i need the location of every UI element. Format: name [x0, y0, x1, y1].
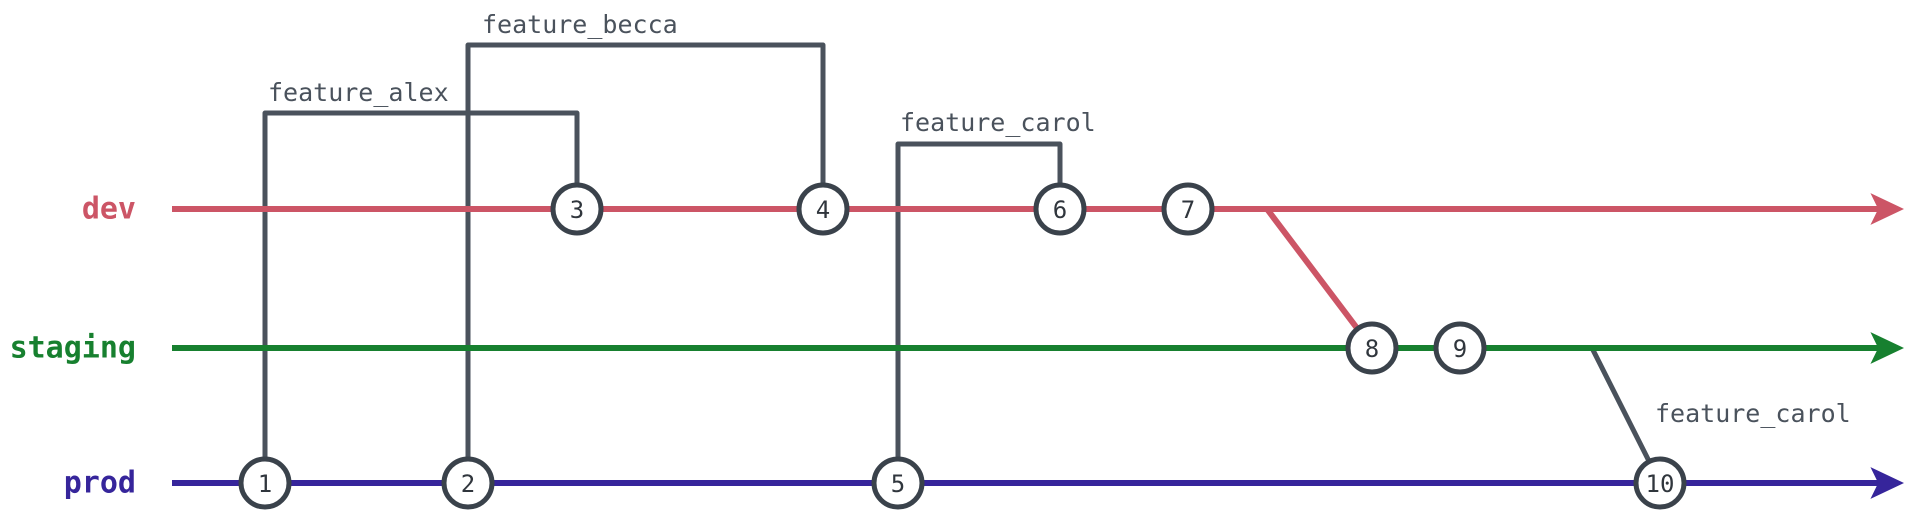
feature-label-feature_carol-2: feature_carol [1655, 399, 1851, 428]
commit-circle-10[interactable] [1633, 456, 1687, 510]
commit-label-3: 3 [570, 196, 584, 224]
commit-label-4: 4 [816, 196, 830, 224]
branch-label-dev: dev [82, 192, 136, 227]
commit-node-4[interactable]: 4 [796, 182, 850, 236]
feature-label-feature_alex: feature_alex [268, 78, 449, 107]
commit-label-1: 1 [258, 470, 272, 498]
commit-node-7[interactable]: 7 [1161, 182, 1215, 236]
commit-circle-6[interactable] [1033, 182, 1087, 236]
commit-label-5: 5 [891, 470, 905, 498]
feature-branch-feature_carol [895, 141, 1063, 486]
merge-layer [1264, 206, 1375, 351]
commit-node-8[interactable]: 8 [1345, 321, 1399, 375]
commit-label-7: 7 [1181, 196, 1195, 224]
merge-line-dev-to-staging [1264, 206, 1375, 351]
commit-circle-8[interactable] [1345, 321, 1399, 375]
commit-circle-9[interactable] [1433, 321, 1487, 375]
feature-label-feature_carol: feature_carol [900, 108, 1096, 137]
feature-branch-feature_becca [465, 42, 826, 486]
commit-circle-2[interactable] [441, 456, 495, 510]
commit-node-2[interactable]: 2 [441, 456, 495, 510]
commit-circle-3[interactable] [550, 182, 604, 236]
commit-label-9: 9 [1453, 335, 1467, 363]
commit-circle-7[interactable] [1161, 182, 1215, 236]
commit-node-10[interactable]: 10 [1633, 456, 1687, 510]
branch-label-prod: prod [64, 466, 136, 501]
commit-node-layer: 1 2 3 4 5 6 7 [238, 182, 1687, 510]
commit-node-3[interactable]: 3 [550, 182, 604, 236]
commit-circle-5[interactable] [871, 456, 925, 510]
commit-node-5[interactable]: 5 [871, 456, 925, 510]
lane-label-layer: dev staging prod [10, 192, 136, 501]
commit-node-6[interactable]: 6 [1033, 182, 1087, 236]
feature-label-layer: feature_alex feature_becca feature_carol… [268, 10, 1851, 428]
feature-label-feature_becca: feature_becca [482, 10, 678, 39]
commit-circle-1[interactable] [238, 456, 292, 510]
lane-layer [172, 193, 1905, 499]
branch-label-staging: staging [10, 331, 136, 366]
commit-node-1[interactable]: 1 [238, 456, 292, 510]
feature-branch-feature_alex [262, 110, 580, 486]
commit-label-8: 8 [1365, 335, 1379, 363]
commit-label-2: 2 [461, 470, 475, 498]
commit-label-6: 6 [1053, 196, 1067, 224]
commit-circle-4[interactable] [796, 182, 850, 236]
feature-branch-layer [262, 42, 1663, 486]
commit-label-10: 10 [1646, 470, 1675, 498]
commit-node-9[interactable]: 9 [1433, 321, 1487, 375]
